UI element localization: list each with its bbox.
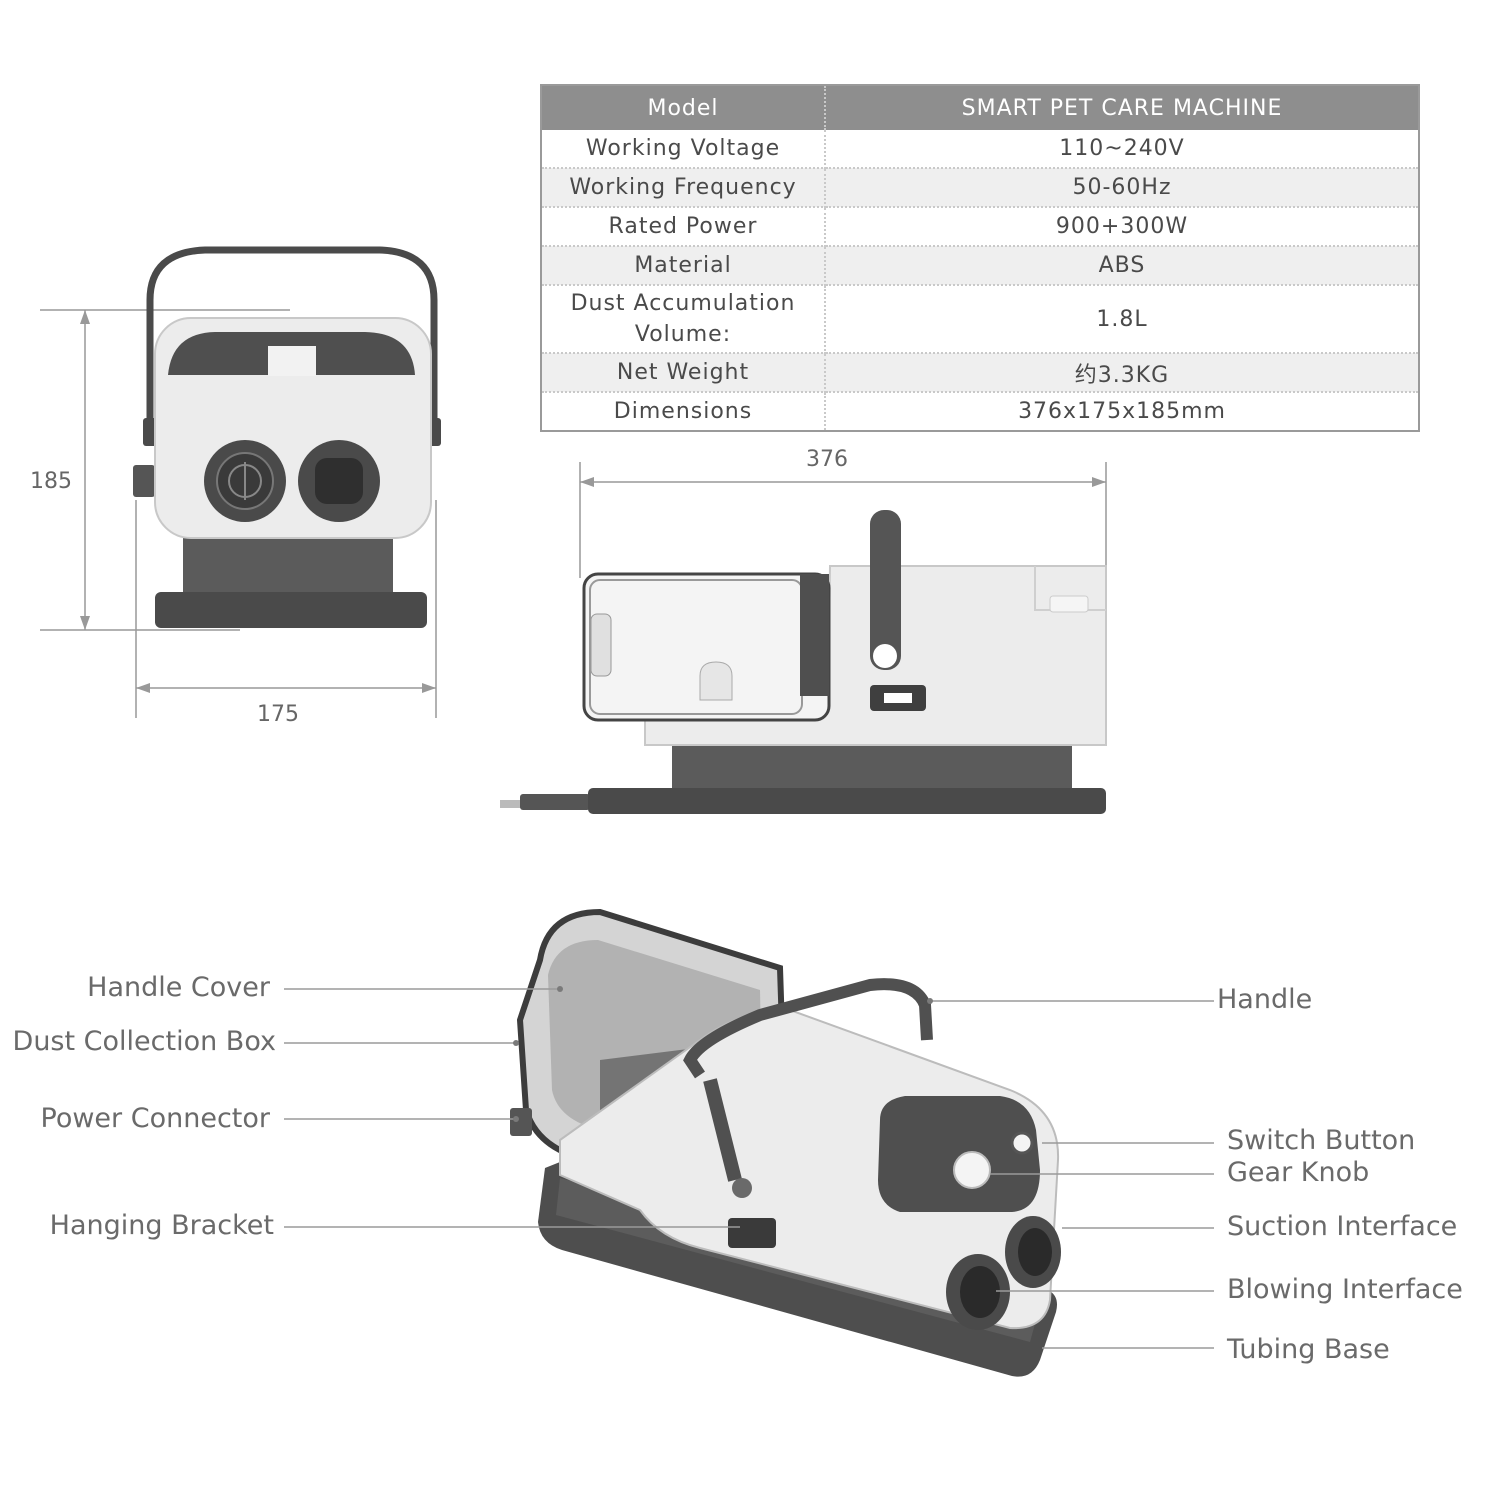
spec-header-key: Model: [541, 85, 826, 130]
spec-row: Rated Power 900+300W: [541, 207, 1419, 247]
spec-value: 50-60Hz: [825, 168, 1419, 208]
callout-blowing-interface: Blowing Interface: [1227, 1274, 1463, 1305]
spec-value: 约3.3KG: [825, 353, 1419, 393]
switch-button: [1010, 1131, 1034, 1155]
handle: [146, 246, 438, 430]
spec-key: Rated Power: [541, 207, 826, 247]
spec-value: ABS: [825, 246, 1419, 286]
side-handle: [870, 510, 901, 670]
spec-key: Material: [541, 246, 826, 286]
spec-key: Working Frequency: [541, 168, 826, 208]
callout-hanging-bracket: Hanging Bracket: [49, 1210, 274, 1241]
front-view: [40, 246, 441, 718]
spec-key: Dust Accumulation Volume:: [541, 285, 826, 354]
callout-power-connector: Power Connector: [40, 1103, 270, 1134]
power-connector: [510, 1108, 532, 1136]
spec-row: Net Weight 约3.3KG: [541, 353, 1419, 393]
spec-row: Working Frequency 50-60Hz: [541, 168, 1419, 208]
perspective-view: [284, 908, 1214, 1377]
spec-row: Dust Accumulation Volume: 1.8L: [541, 285, 1419, 354]
spec-key: Dimensions: [541, 392, 826, 432]
spec-key: Working Voltage: [541, 130, 826, 169]
callout-handle-cover: Handle Cover: [87, 972, 270, 1003]
hanging-bracket: [728, 1218, 776, 1248]
spec-table: Model SMART PET CARE MACHINE Working Vol…: [540, 84, 1420, 432]
callout-suction-interface: Suction Interface: [1227, 1211, 1458, 1242]
spec-value: 900+300W: [825, 207, 1419, 247]
spec-row: Material ABS: [541, 246, 1419, 286]
spec-value: 110~240V: [825, 130, 1419, 169]
callout-handle: Handle: [1217, 984, 1313, 1015]
spec-row: Working Voltage 110~240V: [541, 130, 1419, 169]
gear-knob: [953, 1151, 991, 1189]
callout-tubing-base: Tubing Base: [1227, 1334, 1390, 1365]
spec-value: 376x175x185mm: [825, 392, 1419, 432]
spec-row: Dimensions 376x175x185mm: [541, 392, 1419, 432]
length-dimension-label: 376: [806, 447, 848, 472]
spec-value: 1.8L: [825, 285, 1419, 354]
spec-key: Net Weight: [541, 353, 826, 393]
callout-dust-collection-box: Dust Collection Box: [12, 1026, 276, 1057]
height-dimension-label: 185: [30, 469, 72, 494]
callout-switch-button: Switch Button: [1227, 1125, 1416, 1156]
callout-gear-knob: Gear Knob: [1227, 1157, 1370, 1188]
spec-header-row: Model SMART PET CARE MACHINE: [541, 85, 1419, 130]
width-dimension-label: 175: [257, 702, 299, 727]
side-view: [500, 462, 1107, 814]
spec-header-value: SMART PET CARE MACHINE: [825, 85, 1419, 130]
